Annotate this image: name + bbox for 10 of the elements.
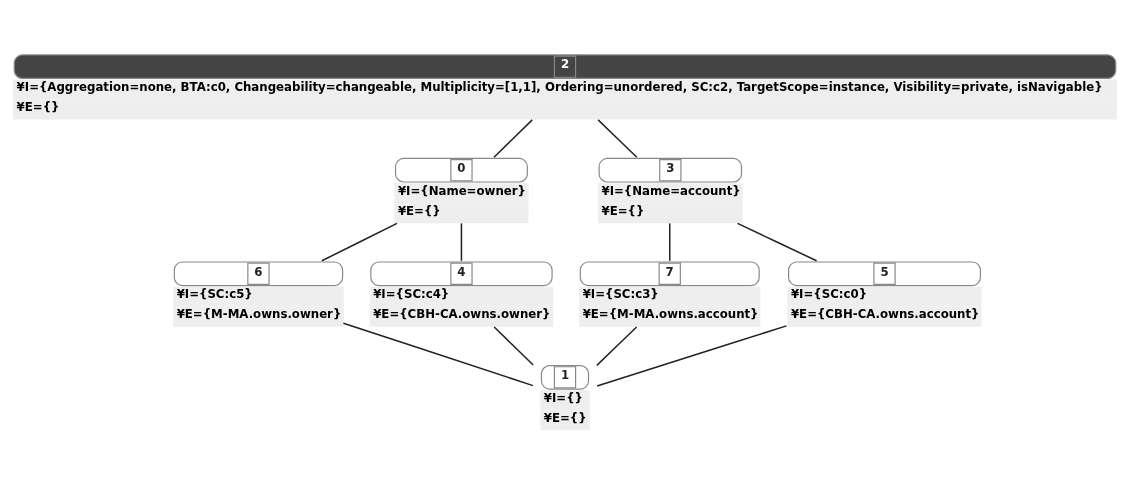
connector	[342, 322, 534, 387]
connector	[596, 325, 788, 387]
connector	[597, 119, 638, 158]
connector	[736, 222, 818, 262]
connector	[460, 222, 463, 262]
connector	[596, 326, 638, 367]
connector	[321, 222, 398, 262]
connector	[493, 119, 533, 158]
connector	[493, 326, 534, 366]
connector	[668, 222, 671, 262]
